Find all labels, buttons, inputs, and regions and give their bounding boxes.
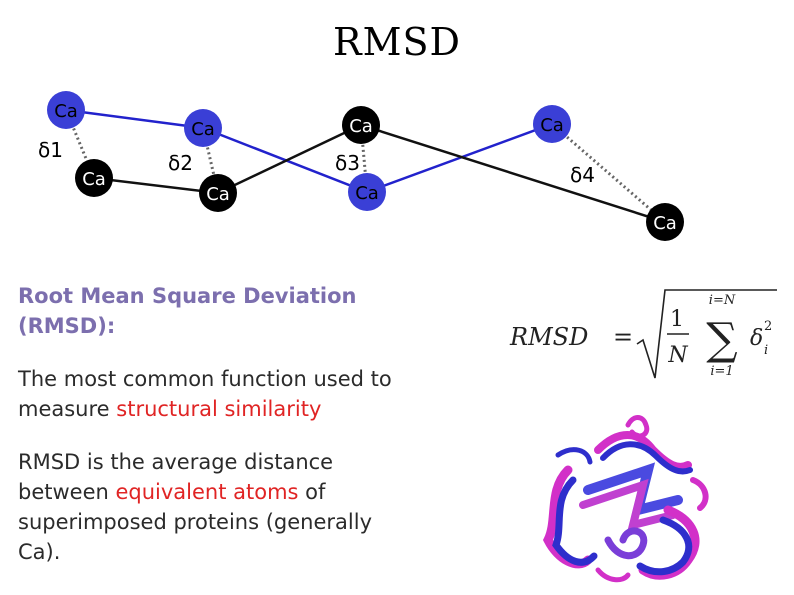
- svg-text:i=N: i=N: [709, 293, 736, 308]
- svg-text:Ca: Ca: [653, 213, 677, 234]
- definition-heading: Root Mean Square Deviation (RMSD):: [18, 284, 357, 338]
- black-chain-line: [93, 123, 666, 224]
- svg-text:Ca: Ca: [54, 101, 78, 122]
- svg-text:Ca: Ca: [82, 169, 106, 190]
- para2-text-a: RMSD is the average distance between: [18, 450, 334, 504]
- rmsd-formula: RMSD = 1 N i=N ∑ i=1 δ 2 i: [509, 289, 777, 379]
- para1-highlight: structural similarity: [116, 397, 322, 421]
- delta2-label: δ2: [168, 151, 193, 175]
- black-atom: Ca: [342, 106, 380, 144]
- svg-text:δ: δ: [750, 326, 763, 351]
- delta3-label: δ3: [335, 151, 360, 175]
- svg-text:Ca: Ca: [355, 183, 379, 204]
- svg-text:Ca: Ca: [206, 184, 230, 205]
- blue-atom: Ca: [184, 109, 222, 147]
- svg-text:N: N: [667, 343, 688, 368]
- delta4-label: δ4: [570, 163, 595, 187]
- ca-alignment-diagram: Ca Ca Ca Ca Ca Ca Ca Ca δ1 δ2 δ3 δ4: [38, 91, 684, 241]
- svg-text:i: i: [764, 343, 768, 358]
- page-title: RMSD: [332, 20, 462, 64]
- blue-atom: Ca: [47, 91, 85, 129]
- svg-text:=: =: [613, 323, 633, 351]
- black-atom: Ca: [199, 174, 237, 212]
- svg-text:i=1: i=1: [710, 364, 733, 379]
- definition-paragraph-2: RMSD is the average distance between equ…: [18, 447, 388, 567]
- svg-text:RMSD: RMSD: [509, 323, 588, 351]
- svg-text:Ca: Ca: [540, 115, 564, 136]
- svg-text:∑: ∑: [706, 314, 737, 365]
- blue-atom: Ca: [533, 105, 571, 143]
- black-atom: Ca: [646, 203, 684, 241]
- svg-text:Ca: Ca: [349, 116, 373, 137]
- para2-highlight: equivalent atoms: [115, 480, 299, 504]
- delta4-line: [551, 122, 666, 224]
- delta1-label: δ1: [38, 138, 63, 162]
- radical-sign: [636, 289, 777, 379]
- para1-text: The most common function used to measure: [18, 367, 392, 421]
- svg-text:1: 1: [670, 307, 684, 332]
- definition-paragraph-1: The most common function used to measure…: [18, 364, 408, 424]
- svg-text:2: 2: [764, 319, 772, 334]
- svg-text:Ca: Ca: [191, 119, 215, 140]
- blue-atom: Ca: [348, 173, 386, 211]
- superimposed-protein-image: [542, 415, 709, 583]
- para2-text-c: of superimposed proteins (generally Ca).: [18, 480, 373, 564]
- black-atom: Ca: [75, 159, 113, 197]
